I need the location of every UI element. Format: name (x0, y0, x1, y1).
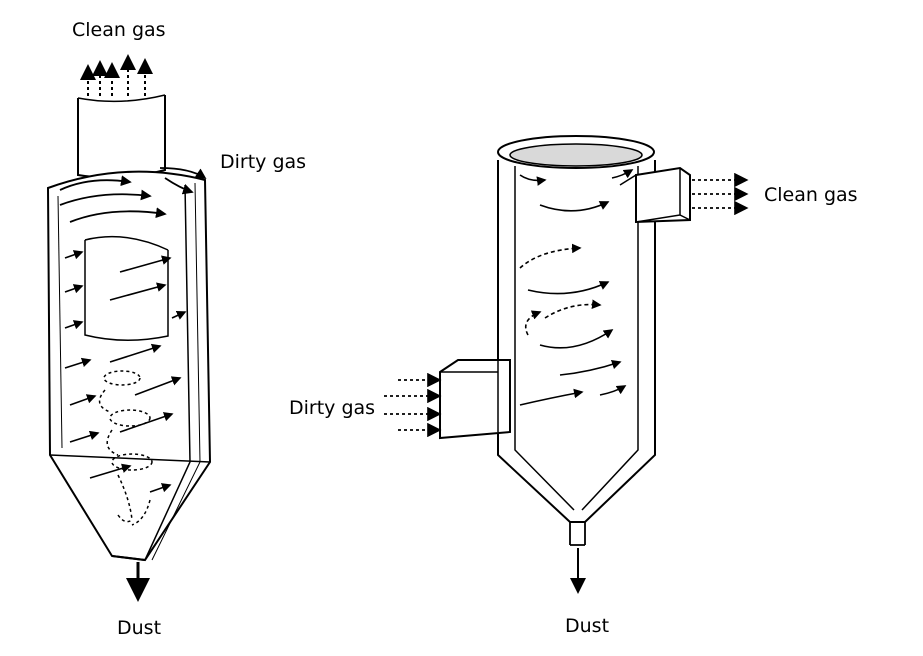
right-cyclone-body (497, 135, 656, 546)
left-vortex-finder (84, 235, 169, 341)
right-cyclone (384, 135, 749, 594)
right-inlet-box (439, 359, 511, 440)
left-clean-gas-arrows (80, 54, 153, 96)
left-swirl-arrows (64, 250, 187, 493)
left-dirty-gas-label: Dirty gas (220, 151, 307, 173)
right-dust-label: Dust (565, 615, 610, 637)
right-clean-gas-arrows (692, 172, 749, 216)
left-dust-label: Dust (117, 617, 162, 639)
right-swirl-arrows (519, 169, 634, 406)
right-clean-gas-label: Clean gas (764, 184, 858, 206)
left-cyclone (46, 54, 212, 602)
right-dirty-gas-arrows (384, 372, 442, 438)
left-clean-gas-label: Clean gas (72, 19, 166, 41)
right-dirty-gas-label: Dirty gas (289, 397, 376, 419)
left-inner-vortex (98, 370, 153, 526)
left-inlet-swirl (59, 167, 207, 223)
left-outlet-pipe (77, 94, 166, 179)
left-cyclone-body (46, 170, 212, 562)
